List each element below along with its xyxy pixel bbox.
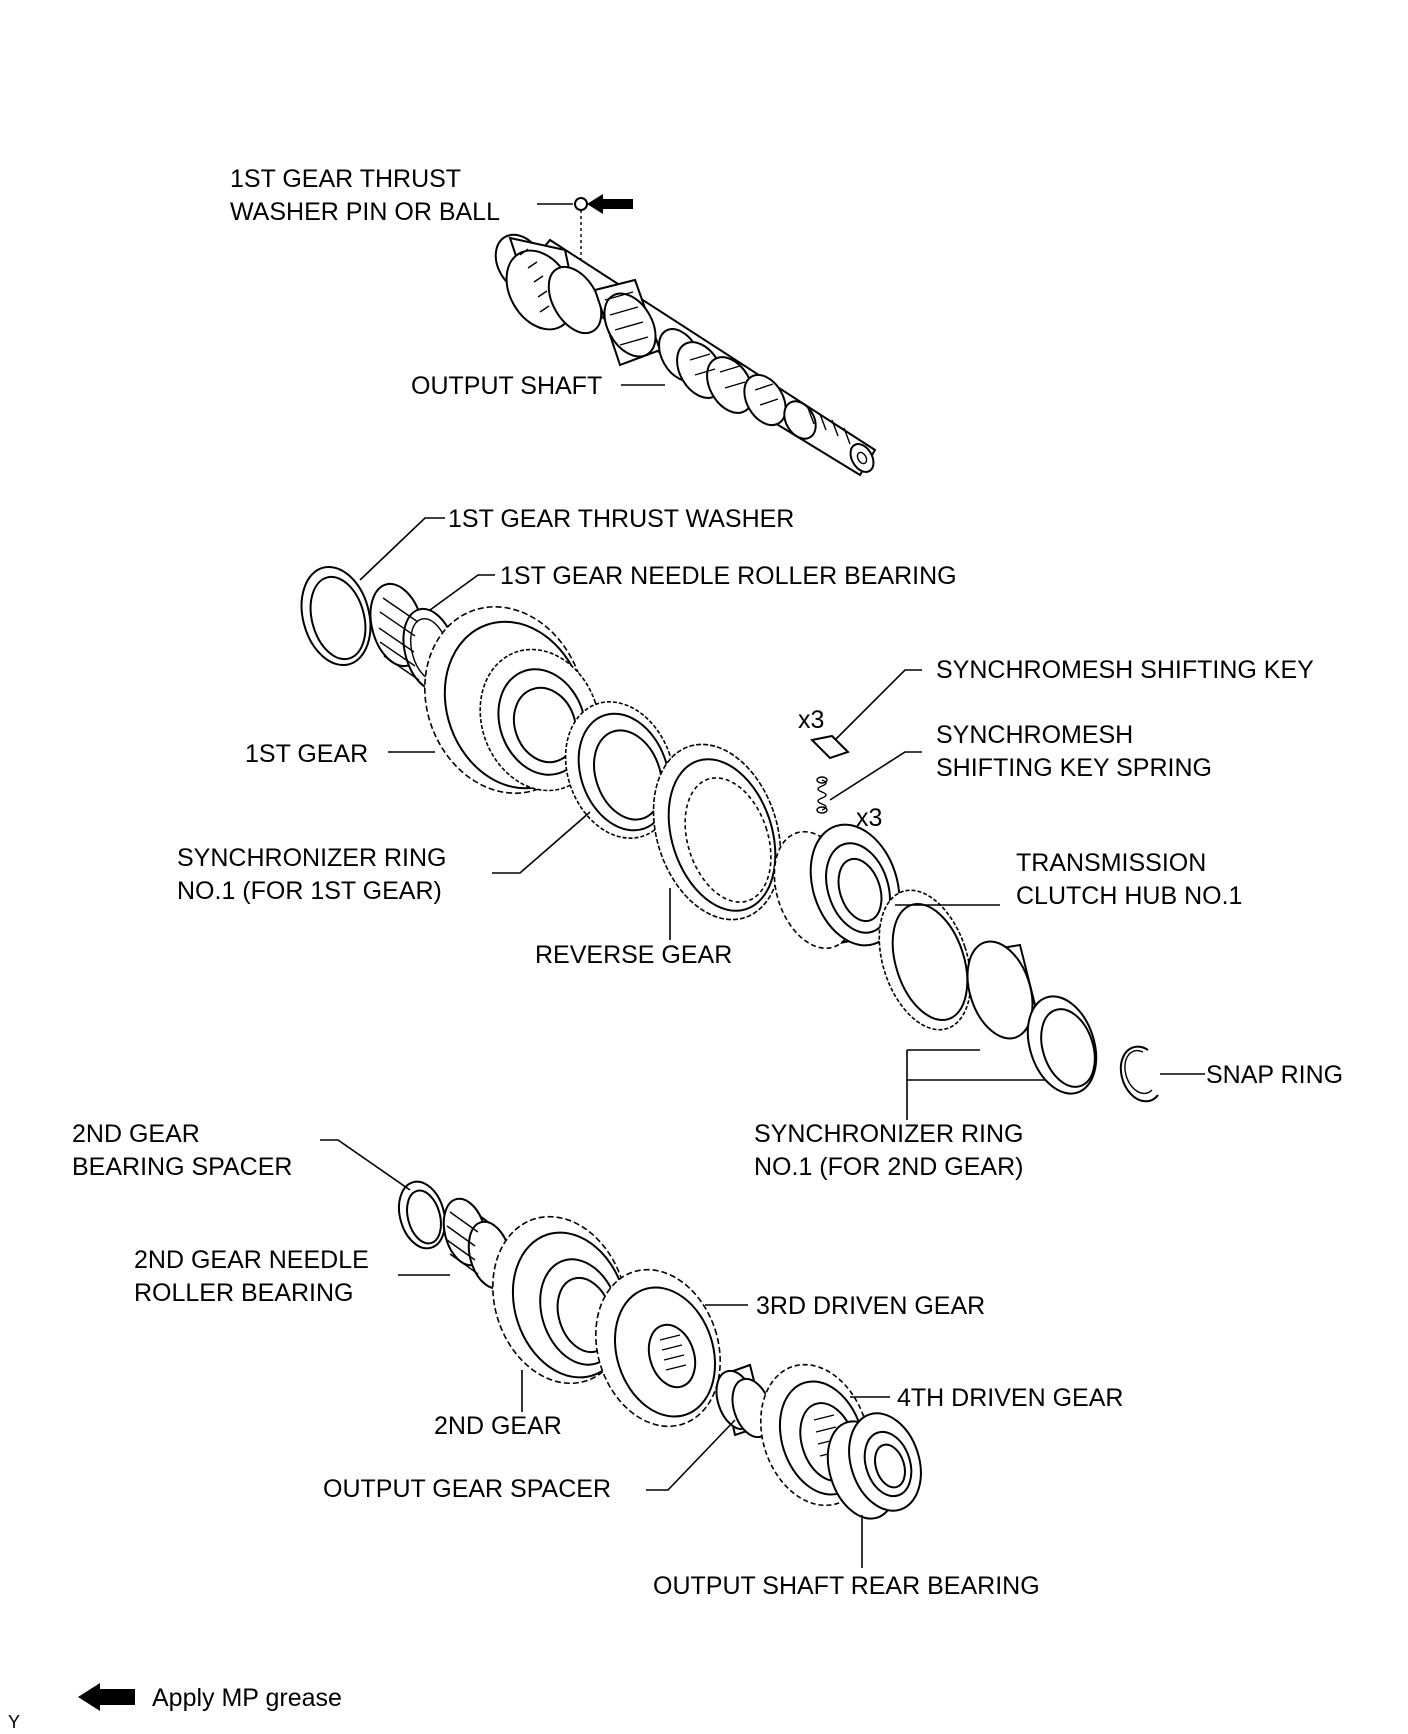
synchronizer-ring-1st [564, 701, 676, 839]
label-clutch-hub-line1: TRANSMISSION [1016, 849, 1206, 877]
label-sync-ring-1st-line1: SYNCHRONIZER RING [177, 844, 446, 872]
transmission-clutch-hub [773, 823, 901, 950]
label-fourth-driven-gear: 4TH DRIVEN GEAR [897, 1384, 1123, 1412]
legend: Apply MP grease [78, 1683, 342, 1712]
label-sync-ring-2nd-line1: SYNCHRONIZER RING [754, 1120, 1023, 1148]
label-thrust-washer-pin-line2: WASHER PIN OR BALL [230, 198, 500, 226]
label-needle-bearing-1st: 1ST GEAR NEEDLE ROLLER BEARING [500, 562, 957, 590]
second-gear-bearing-spacer [397, 1180, 447, 1250]
label-spacer-2nd-line1: 2ND GEAR [72, 1120, 200, 1148]
snap-ring [1119, 1045, 1159, 1103]
output-shaft-illustration [494, 233, 877, 477]
synchromesh-shifting-key-spring [816, 776, 828, 814]
label-output-shaft: OUTPUT SHAFT [411, 372, 602, 400]
legend-text: Apply MP grease [152, 1684, 342, 1712]
label-sync-ring-2nd-line2: NO.1 (FOR 2ND GEAR) [754, 1153, 1023, 1181]
arrow-left-icon [587, 194, 633, 214]
label-first-gear: 1ST GEAR [245, 740, 368, 768]
label-qty-spring: x3 [856, 804, 882, 832]
label-reverse-gear: REVERSE GEAR [535, 941, 732, 969]
third-driven-gear [595, 1268, 721, 1428]
label-snap-ring: SNAP RING [1206, 1061, 1343, 1089]
label-shifting-key-spring-line2: SHIFTING KEY SPRING [936, 754, 1212, 782]
label-rear-bearing: OUTPUT SHAFT REAR BEARING [653, 1572, 1040, 1600]
reverse-gear [652, 743, 782, 921]
label-third-driven-gear: 3RD DRIVEN GEAR [756, 1292, 985, 1320]
label-thrust-washer: 1ST GEAR THRUST WASHER [448, 505, 794, 533]
output-shaft-rear-bearing [826, 1412, 922, 1520]
label-needle-bearing-2nd-line2: ROLLER BEARING [134, 1279, 354, 1307]
label-qty-key: x3 [798, 706, 824, 734]
label-shifting-key-spring-line1: SYNCHROMESH [936, 721, 1133, 749]
synchronizer-ring-2nd [878, 889, 1098, 1095]
corner-mark: Y [8, 1712, 20, 1732]
label-shifting-key: SYNCHROMESH SHIFTING KEY [936, 656, 1314, 684]
label-spacer-2nd-line2: BEARING SPACER [72, 1153, 292, 1181]
label-output-gear-spacer: OUTPUT GEAR SPACER [323, 1475, 611, 1503]
arrow-left-icon [78, 1683, 135, 1711]
label-second-gear: 2ND GEAR [434, 1412, 562, 1440]
leader-lines [320, 384, 1205, 1568]
label-thrust-washer-pin-line1: 1ST GEAR THRUST [230, 165, 461, 193]
label-clutch-hub-line2: CLUTCH HUB NO.1 [1016, 882, 1242, 910]
first-gear-thrust-washer [300, 565, 372, 667]
first-gear [424, 606, 601, 794]
synchromesh-shifting-key [809, 734, 850, 760]
label-needle-bearing-2nd-line1: 2ND GEAR NEEDLE [134, 1246, 369, 1274]
label-sync-ring-1st-line2: NO.1 (FOR 1ST GEAR) [177, 877, 442, 905]
part-labels: 1ST GEAR THRUST WASHER PIN OR BALL OUTPU… [72, 165, 1343, 1600]
